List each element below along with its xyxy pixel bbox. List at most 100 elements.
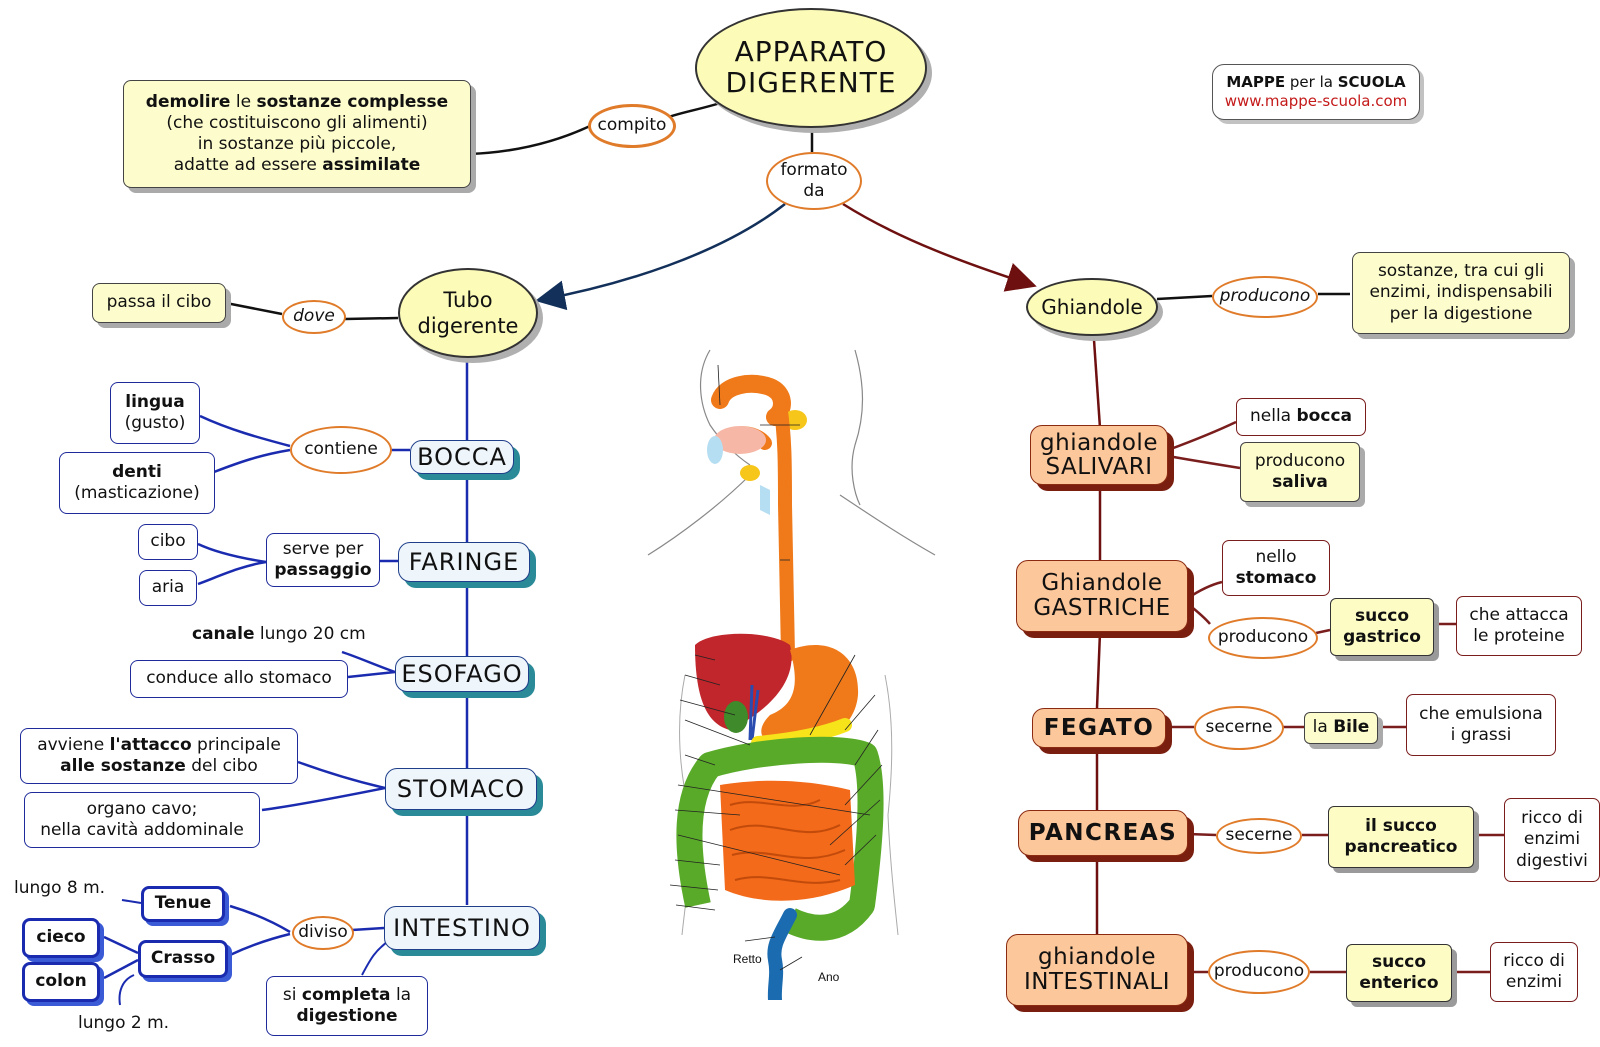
attacca-line2: le proteine xyxy=(1473,626,1565,646)
ricco-p-line2: enzimi xyxy=(1523,829,1581,850)
contiene-link[interactable]: contiene xyxy=(290,426,392,474)
bocca-label: BOCCA xyxy=(417,443,507,471)
emulsiona-line1: che emulsiona xyxy=(1419,703,1543,724)
digestive-system-illustration xyxy=(647,349,936,1000)
attacco-cibo: del cibo xyxy=(191,756,258,776)
secerne-link-pancreas[interactable]: secerne xyxy=(1216,818,1302,854)
tenue-box[interactable]: Tenue xyxy=(141,886,225,922)
succo-enterico-box[interactable]: succo enterico xyxy=(1346,944,1452,1002)
succo-gastrico-box[interactable]: succo gastrico xyxy=(1330,598,1434,656)
passaggio-label: passaggio xyxy=(274,560,372,580)
cibo-box[interactable]: cibo xyxy=(138,524,198,560)
formato-line1: formato xyxy=(780,159,848,180)
salivari-line2: SALIVARI xyxy=(1045,454,1153,480)
ricco-enzimi-digestivi-box[interactable]: ricco di enzimi digestivi xyxy=(1504,798,1600,882)
completa-line1: si completa la xyxy=(283,985,411,1006)
conduce-stomaco-box[interactable]: conduce allo stomaco xyxy=(130,660,348,698)
masticazione-label: (masticazione) xyxy=(74,483,200,503)
producono-saliva-box[interactable]: producono saliva xyxy=(1240,442,1360,502)
salivari-line1: ghiandole xyxy=(1040,429,1158,456)
intestinali-line2: INTESTINALI xyxy=(1023,969,1171,995)
sostanze-line1: sostanze, tra cui gli xyxy=(1377,261,1545,282)
completa-si: si xyxy=(282,984,297,1005)
bocca-node[interactable]: BOCCA xyxy=(410,440,514,474)
emulsiona-grassi-box[interactable]: che emulsiona i grassi xyxy=(1406,694,1556,756)
ghiandole-salivari-node[interactable]: ghiandole SALIVARI xyxy=(1030,425,1168,485)
aria-box[interactable]: aria xyxy=(139,570,197,606)
passa-cibo-box[interactable]: passa il cibo xyxy=(92,283,226,323)
ghiandole-gastriche-node[interactable]: Ghiandole GASTRICHE xyxy=(1016,560,1188,632)
cieco-box[interactable]: cieco xyxy=(22,918,100,958)
dove-label: dove xyxy=(293,306,335,327)
sostanze-line2: enzimi, indispensabili xyxy=(1369,282,1553,303)
colon-label: colon xyxy=(35,971,87,992)
attacco-principale: principale xyxy=(197,734,281,755)
formato-da-link[interactable]: formato da xyxy=(766,152,862,210)
lungo-2-text: lungo 2 m. xyxy=(78,1013,170,1033)
producono-link-main[interactable]: producono xyxy=(1212,276,1318,318)
gusto-label: (gusto) xyxy=(124,413,186,433)
producono-main-label: producono xyxy=(1219,286,1311,307)
sostanze-enzimi-box[interactable]: sostanze, tra cui gli enzimi, indispensa… xyxy=(1352,252,1570,334)
bocca-bold: bocca xyxy=(1296,406,1352,427)
serve-passaggio-box[interactable]: serve per passaggio xyxy=(266,533,380,587)
tubo-digerente-node[interactable]: Tubo digerente xyxy=(398,268,538,358)
credit-box[interactable]: MAPPE per la SCUOLA www.mappe-scuola.com xyxy=(1212,64,1420,120)
diviso-label: diviso xyxy=(298,922,348,943)
succo-enterico-line1: succo xyxy=(1371,951,1427,972)
compito-box[interactable]: demolire le sostanze complesse (che cost… xyxy=(123,80,471,188)
succo-gastrico-line2: gastrico xyxy=(1343,627,1421,647)
organo-cavo-line1: organo cavo; xyxy=(86,798,198,819)
diviso-link[interactable]: diviso xyxy=(292,916,354,950)
organo-cavo-box[interactable]: organo cavo; nella cavità addominale xyxy=(24,792,260,848)
faringe-label: FARINGE xyxy=(408,548,520,576)
producono-link-intestinali[interactable]: producono xyxy=(1208,950,1310,994)
denti-label: denti xyxy=(112,461,162,482)
credit-url[interactable]: www.mappe-scuola.com xyxy=(1224,92,1408,110)
dove-link[interactable]: dove xyxy=(282,300,346,334)
compito-le: le xyxy=(235,91,252,112)
compito-line2: (che costituiscono gli alimenti) xyxy=(166,112,428,133)
tubo-line2: digerente xyxy=(417,314,519,338)
passa-cibo-text: passa il cibo xyxy=(106,292,212,313)
intestino-node[interactable]: INTESTINO xyxy=(384,906,540,950)
colon-box[interactable]: colon xyxy=(22,962,100,1002)
secerne-link-fegato[interactable]: secerne xyxy=(1194,706,1284,750)
completa-digestione-box[interactable]: si completa la digestione xyxy=(266,976,428,1036)
pancreas-node[interactable]: PANCREAS xyxy=(1018,810,1188,856)
ghiandole-node[interactable]: Ghiandole xyxy=(1026,278,1158,336)
completa-la: la xyxy=(395,984,412,1005)
compito-assimilate: assimilate xyxy=(322,155,421,176)
fegato-label: FEGATO xyxy=(1043,714,1155,741)
compito-demolire: demolire xyxy=(145,91,231,112)
formato-line2: da xyxy=(803,181,825,201)
producono-gastriche-label: producono xyxy=(1217,627,1309,648)
completa-bold: completa xyxy=(301,984,391,1005)
succo-pancreatico-line1: il succo xyxy=(1365,815,1437,836)
producono-link-gastriche[interactable]: producono xyxy=(1208,617,1318,659)
lingua-box[interactable]: lingua (gusto) xyxy=(110,382,200,444)
succo-pancreatico-box[interactable]: il succo pancreatico xyxy=(1328,806,1474,868)
credit-name: MAPPE xyxy=(1226,72,1286,91)
la-bile-box[interactable]: la Bile xyxy=(1304,712,1378,744)
denti-box[interactable]: denti (masticazione) xyxy=(59,452,215,514)
conduce-label: conduce allo stomaco xyxy=(146,668,332,689)
fegato-node[interactable]: FEGATO xyxy=(1032,708,1166,748)
ghiandole-intestinali-node[interactable]: ghiandole INTESTINALI xyxy=(1006,934,1188,1006)
crasso-box[interactable]: Crasso xyxy=(138,940,228,978)
ricco-e-line1: ricco di xyxy=(1503,950,1565,971)
attacca-proteine-box[interactable]: che attacca le proteine xyxy=(1456,596,1582,656)
canale-lungo: lungo 20 cm xyxy=(259,624,366,644)
esofago-node[interactable]: ESOFAGO xyxy=(395,656,529,692)
serve-per-label: serve per xyxy=(282,538,364,559)
ricco-p-line3: digestivi xyxy=(1516,850,1588,871)
sostanze-line3: per la digestione xyxy=(1389,303,1533,324)
faringe-node[interactable]: FARINGE xyxy=(398,542,530,582)
ricco-enzimi-box[interactable]: ricco di enzimi xyxy=(1490,942,1578,1002)
nella-bocca-box[interactable]: nella bocca xyxy=(1236,398,1366,436)
compito-link[interactable]: compito xyxy=(588,104,676,148)
stomaco-node[interactable]: STOMACO xyxy=(385,768,537,810)
title-node[interactable]: APPARATO DIGERENTE xyxy=(695,8,927,128)
attacco-box[interactable]: avviene l'attacco principale alle sostan… xyxy=(20,728,298,784)
nello-stomaco-box[interactable]: nello stomaco xyxy=(1222,540,1330,596)
